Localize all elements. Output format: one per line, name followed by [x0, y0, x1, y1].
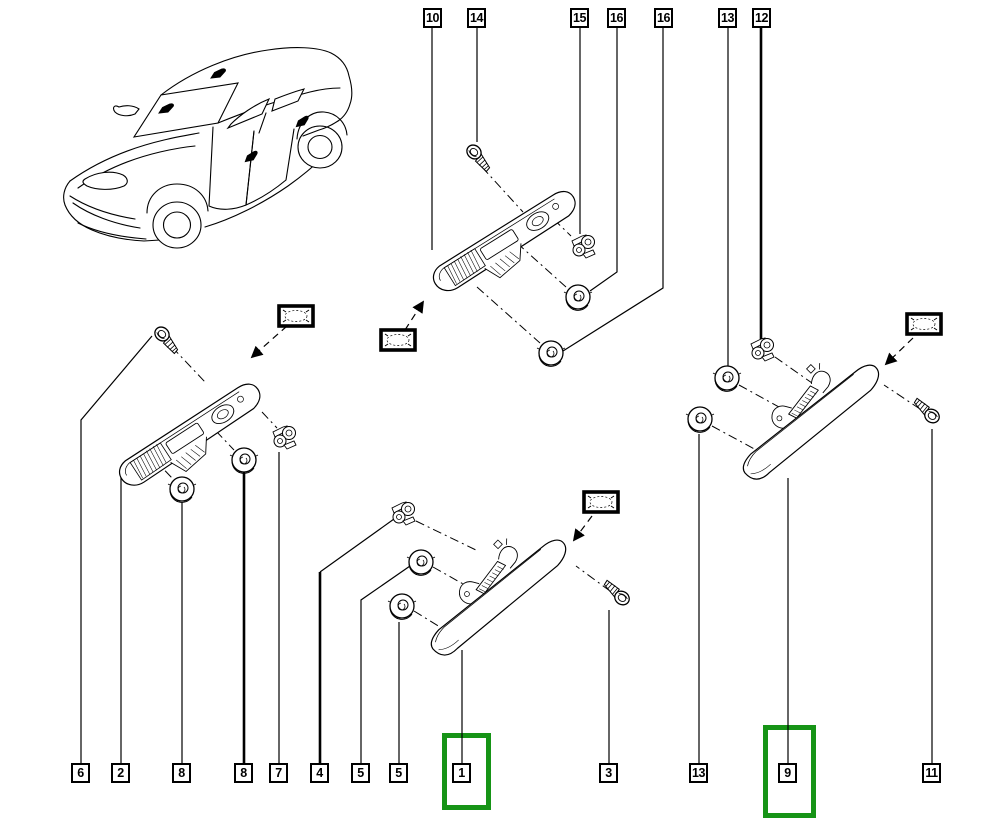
car-illustration: [63, 47, 353, 249]
screw-icon: [909, 397, 943, 427]
highlight-box-part-1: [442, 733, 491, 810]
grommet-icon: [387, 593, 417, 621]
grommet-icon: [536, 340, 566, 368]
exterior-handle-grip: [715, 334, 890, 486]
gasket-icon: [905, 312, 943, 336]
gasket-icon: [582, 490, 620, 514]
callout-bottom-9[interactable]: 9: [778, 763, 797, 783]
callout-bottom-3[interactable]: 3: [599, 763, 618, 783]
grommet-icon: [167, 476, 197, 504]
handle-location-markers: [158, 68, 309, 163]
direction-arrow: [404, 300, 424, 331]
callout-bottom-5a[interactable]: 5: [351, 763, 370, 783]
direction-arrow: [884, 337, 914, 366]
assembly-axis-lines: [711, 356, 921, 453]
exterior-handle-grip: [403, 509, 578, 662]
callout-bottom-1[interactable]: 1: [452, 763, 471, 783]
clip-icon: [571, 234, 596, 259]
handle-assembly-right: [685, 312, 943, 486]
clip-icon: [391, 501, 416, 526]
direction-arrow: [572, 515, 593, 542]
assembly-axis-lines: [413, 520, 611, 633]
callout-bottom-4[interactable]: 4: [310, 763, 329, 783]
interior-handle-bracket: [427, 185, 590, 310]
callout-bottom-5b[interactable]: 5: [389, 763, 408, 783]
callout-top-15[interactable]: 15: [570, 8, 589, 28]
gasket-icon: [379, 328, 417, 352]
grommet-icon: [712, 365, 742, 393]
handle-assembly-bottom-center: [387, 490, 633, 662]
callout-top-13[interactable]: 13: [718, 8, 737, 28]
callout-top-10[interactable]: 10: [423, 8, 442, 28]
callout-bottom-8a[interactable]: 8: [172, 763, 191, 783]
grommet-icon: [563, 284, 593, 312]
grommet-icon: [406, 549, 436, 577]
clip-icon: [750, 337, 775, 362]
gasket-icon: [277, 304, 315, 328]
grommet-icon: [685, 406, 715, 434]
assembly-axis-lines: [476, 166, 572, 344]
callout-top-16a[interactable]: 16: [607, 8, 626, 28]
handle-assembly-top: [379, 141, 596, 368]
callout-bottom-13[interactable]: 13: [689, 763, 708, 783]
handle-assembly-left: [113, 304, 315, 504]
callout-bottom-2[interactable]: 2: [111, 763, 130, 783]
callout-top-14[interactable]: 14: [467, 8, 486, 28]
interior-handle-bracket: [113, 378, 275, 504]
screw-icon: [151, 323, 184, 355]
callout-bottom-8b[interactable]: 8: [234, 763, 253, 783]
direction-arrow: [250, 325, 288, 359]
callout-bottom-7[interactable]: 7: [269, 763, 288, 783]
assembly-axis-lines: [151, 346, 278, 479]
callout-top-16b[interactable]: 16: [654, 8, 673, 28]
grommet-icon: [229, 447, 259, 475]
callout-bottom-6[interactable]: 6: [71, 763, 90, 783]
clip-icon: [272, 425, 297, 450]
screw-icon: [599, 579, 633, 609]
screw-icon: [463, 141, 496, 173]
highlight-box-part-9: [763, 725, 816, 818]
callout-bottom-11[interactable]: 11: [922, 763, 941, 783]
callout-lines: [80, 28, 933, 763]
callout-top-12[interactable]: 12: [752, 8, 771, 28]
